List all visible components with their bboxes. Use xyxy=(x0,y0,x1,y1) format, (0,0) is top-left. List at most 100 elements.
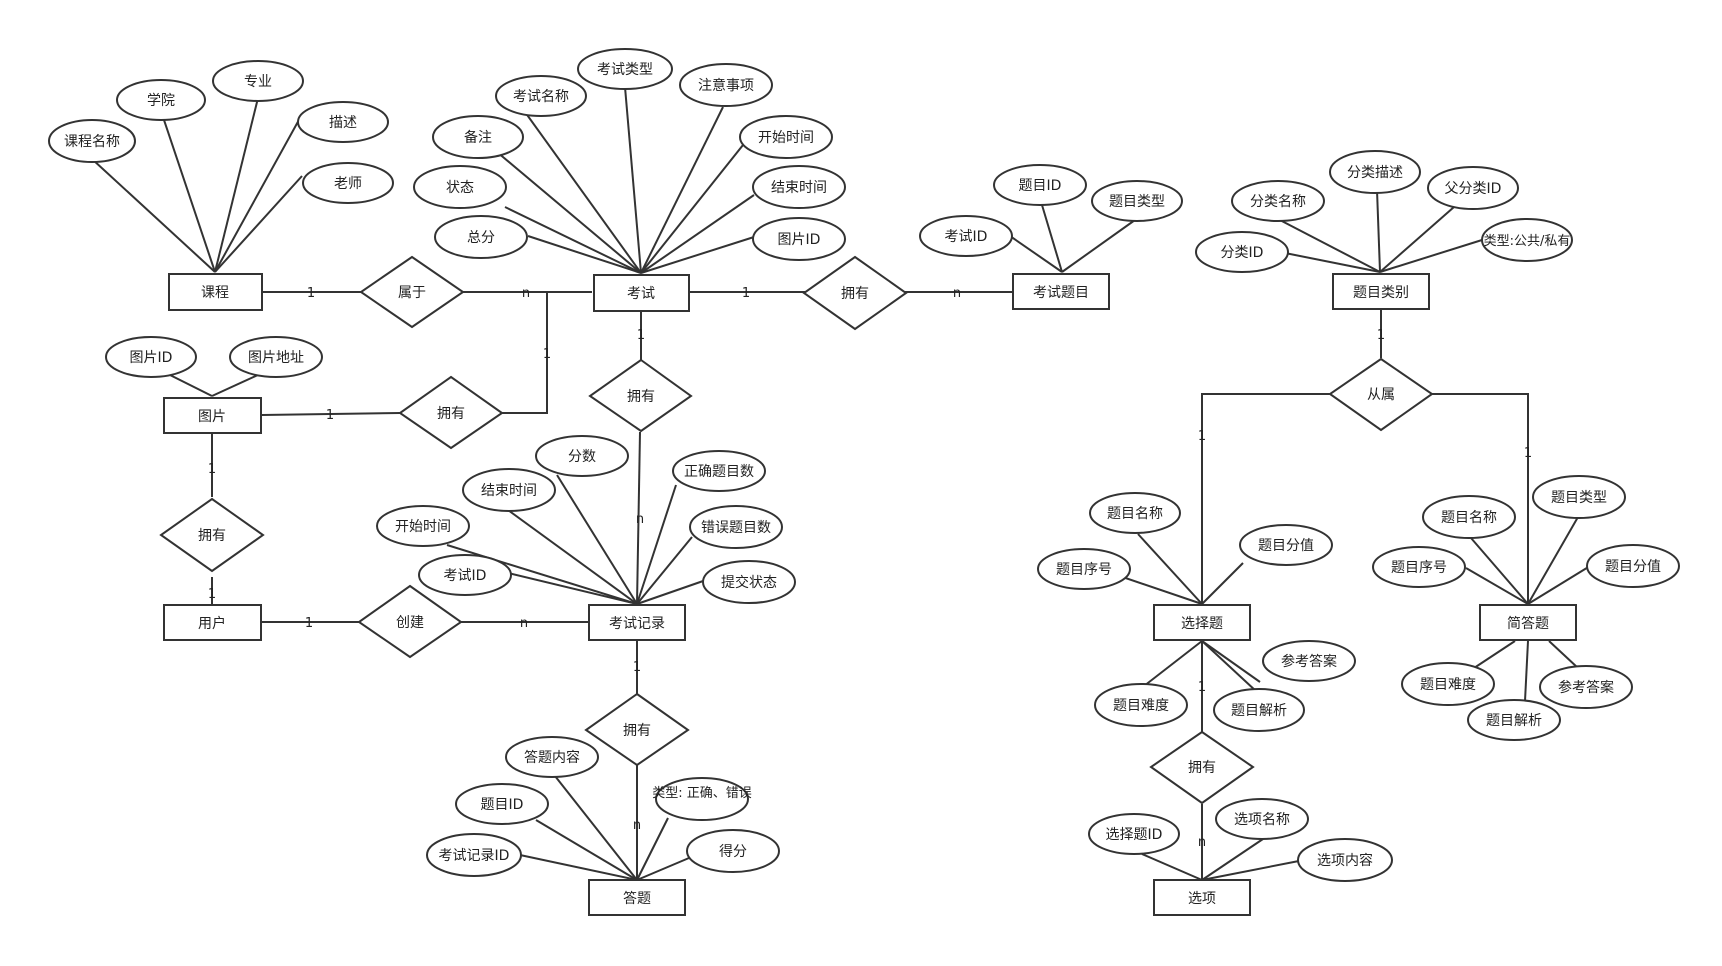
svg-text:正确题目数: 正确题目数 xyxy=(684,464,754,480)
attr-course-teacher: 老师 xyxy=(302,162,394,204)
svg-text:题目难度: 题目难度 xyxy=(1113,698,1169,714)
attr-option-name: 选项名称 xyxy=(1215,798,1309,840)
relation-record-answer: 拥有 xyxy=(584,692,690,767)
svg-text:选项名称: 选项名称 xyxy=(1234,812,1290,828)
svg-text:参考答案: 参考答案 xyxy=(1281,653,1337,670)
relationships: 属于 拥有 从属 拥有 拥有 拥有 创建 拥有 xyxy=(159,255,1434,805)
entities: 课程 考试 考试题目 题目类别 图片 用户 考试记录 答题 xyxy=(163,273,1577,916)
card-record-rel: 1 xyxy=(633,660,641,675)
card-exam-record-rel: 1 xyxy=(637,328,645,343)
relation-image-user: 拥有 xyxy=(159,497,265,573)
attr-choice-points: 题目分值 xyxy=(1239,524,1333,566)
attr-cat-name: 分类名称 xyxy=(1231,180,1325,222)
card-exam-has-q: 1 xyxy=(742,286,750,301)
attr-exam-remark: 备注 xyxy=(432,115,524,159)
attr-course-desc: 描述 xyxy=(297,101,389,143)
svg-text:类型: 正确、错误: 类型: 正确、错误 xyxy=(652,786,752,801)
svg-text:专业: 专业 xyxy=(244,74,272,90)
attr-eq-question-id: 题目ID xyxy=(993,164,1087,206)
svg-text:题目名称: 题目名称 xyxy=(1441,510,1497,526)
attr-eq-exam-id: 考试ID xyxy=(919,215,1013,257)
svg-text:考试记录: 考试记录 xyxy=(609,616,665,632)
attr-image-url: 图片地址 xyxy=(229,336,323,378)
svg-text:分类描述: 分类描述 xyxy=(1347,165,1403,181)
svg-text:题目解析: 题目解析 xyxy=(1486,713,1542,729)
attr-ans-type: 类型: 正确、错误 xyxy=(652,777,752,821)
attr-cat-id: 分类ID xyxy=(1195,231,1289,273)
svg-text:考试名称: 考试名称 xyxy=(513,89,569,105)
svg-text:属于: 属于 xyxy=(398,285,426,301)
attr-image-id: 图片ID xyxy=(105,336,197,378)
svg-text:答题: 答题 xyxy=(623,890,651,907)
attr-er-end: 结束时间 xyxy=(462,468,556,512)
svg-text:状态: 状态 xyxy=(446,180,474,196)
svg-text:拥有: 拥有 xyxy=(198,528,226,544)
svg-text:题目ID: 题目ID xyxy=(481,797,524,813)
attr-short-type: 题目类型 xyxy=(1532,475,1626,519)
card-sub-choice: 1 xyxy=(1198,429,1206,444)
svg-text:考试类型: 考试类型 xyxy=(597,62,653,78)
svg-text:题目难度: 题目难度 xyxy=(1420,677,1476,693)
attr-short-points: 题目分值 xyxy=(1586,544,1680,588)
svg-text:题目名称: 题目名称 xyxy=(1107,506,1163,522)
attr-short-difficulty: 题目难度 xyxy=(1401,662,1495,706)
entity-exam: 考试 xyxy=(593,274,690,312)
svg-text:创建: 创建 xyxy=(396,615,424,631)
svg-text:分类名称: 分类名称 xyxy=(1250,194,1306,210)
svg-text:开始时间: 开始时间 xyxy=(758,130,814,146)
svg-text:题目ID: 题目ID xyxy=(1019,178,1062,194)
attr-exam-notes: 注意事项 xyxy=(679,63,773,107)
attr-choice-difficulty: 题目难度 xyxy=(1094,683,1188,727)
svg-text:考试题目: 考试题目 xyxy=(1033,285,1089,301)
svg-text:提交状态: 提交状态 xyxy=(721,574,777,591)
svg-text:参考答案: 参考答案 xyxy=(1558,679,1614,696)
attr-exam-start: 开始时间 xyxy=(739,115,833,159)
svg-text:简答题: 简答题 xyxy=(1507,615,1549,632)
attr-choice-analysis: 题目解析 xyxy=(1213,688,1305,732)
card-course-belongs: 1 xyxy=(307,286,315,301)
attr-exam-end: 结束时间 xyxy=(752,165,846,209)
card-create-record: n xyxy=(520,616,528,631)
svg-text:结束时间: 结束时间 xyxy=(481,483,537,499)
svg-text:考试ID: 考试ID xyxy=(945,229,988,245)
svg-text:题目序号: 题目序号 xyxy=(1056,562,1112,578)
cardinality-labels: 1 n 1 n 1 1 1 1 1 1 n 1 1 1 n 1 n 1 n xyxy=(208,286,1532,850)
svg-text:拥有: 拥有 xyxy=(1188,760,1216,776)
svg-text:题目类型: 题目类型 xyxy=(1109,194,1165,210)
svg-text:拥有: 拥有 xyxy=(623,723,651,739)
card-rel-answer: n xyxy=(633,818,641,833)
svg-text:错误题目数: 错误题目数 xyxy=(701,520,771,536)
attr-er-submit-status: 提交状态 xyxy=(702,560,796,604)
svg-text:学院: 学院 xyxy=(147,93,175,109)
attr-choice-ref: 参考答案 xyxy=(1262,640,1356,682)
card-rel-option: n xyxy=(1198,835,1206,850)
svg-text:题目序号: 题目序号 xyxy=(1391,560,1447,576)
attr-cat-type: 类型:公共/私有 xyxy=(1481,218,1573,262)
relation-course-exam: 属于 xyxy=(359,255,465,329)
attr-option-content: 选项内容 xyxy=(1297,838,1393,882)
attr-course-major: 专业 xyxy=(212,60,304,102)
svg-text:题目类别: 题目类别 xyxy=(1353,285,1409,301)
attr-ans-question-id: 题目ID xyxy=(455,783,549,825)
svg-text:拥有: 拥有 xyxy=(841,286,869,302)
svg-text:考试记录ID: 考试记录ID xyxy=(439,848,510,864)
attr-exam-name: 考试名称 xyxy=(495,75,587,117)
svg-text:得分: 得分 xyxy=(719,843,747,860)
svg-text:考试: 考试 xyxy=(627,286,655,302)
card-choice-rel: 1 xyxy=(1198,680,1206,695)
relation-exam-record: 拥有 xyxy=(588,358,693,433)
svg-text:选项内容: 选项内容 xyxy=(1317,852,1373,869)
attr-cat-desc: 分类描述 xyxy=(1329,150,1421,194)
attr-ans-points: 得分 xyxy=(686,829,780,873)
relation-choice-option: 拥有 xyxy=(1149,730,1255,805)
relation-exam-question: 拥有 xyxy=(802,255,908,331)
connector-lines xyxy=(91,86,1591,881)
svg-text:题目解析: 题目解析 xyxy=(1231,703,1287,719)
svg-text:备注: 备注 xyxy=(464,129,492,146)
entity-exam-question: 考试题目 xyxy=(1012,273,1110,310)
svg-text:图片ID: 图片ID xyxy=(778,232,821,248)
svg-text:题目类型: 题目类型 xyxy=(1551,490,1607,506)
relation-image-exam: 拥有 xyxy=(398,375,504,450)
entity-course: 课程 xyxy=(168,273,263,311)
